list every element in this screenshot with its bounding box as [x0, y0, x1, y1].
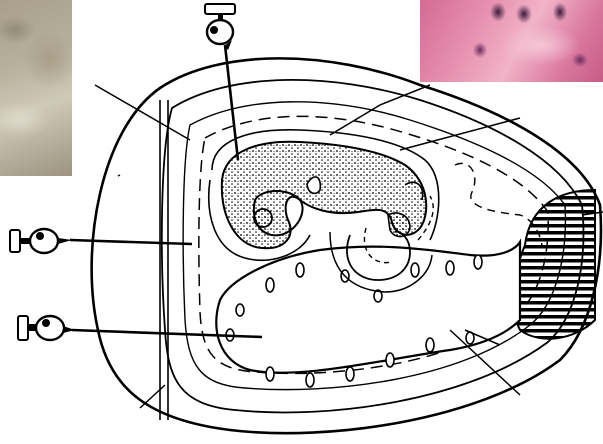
syringe-icon	[18, 316, 75, 340]
syringe-icon	[10, 229, 72, 253]
syringe-icon	[205, 4, 235, 50]
